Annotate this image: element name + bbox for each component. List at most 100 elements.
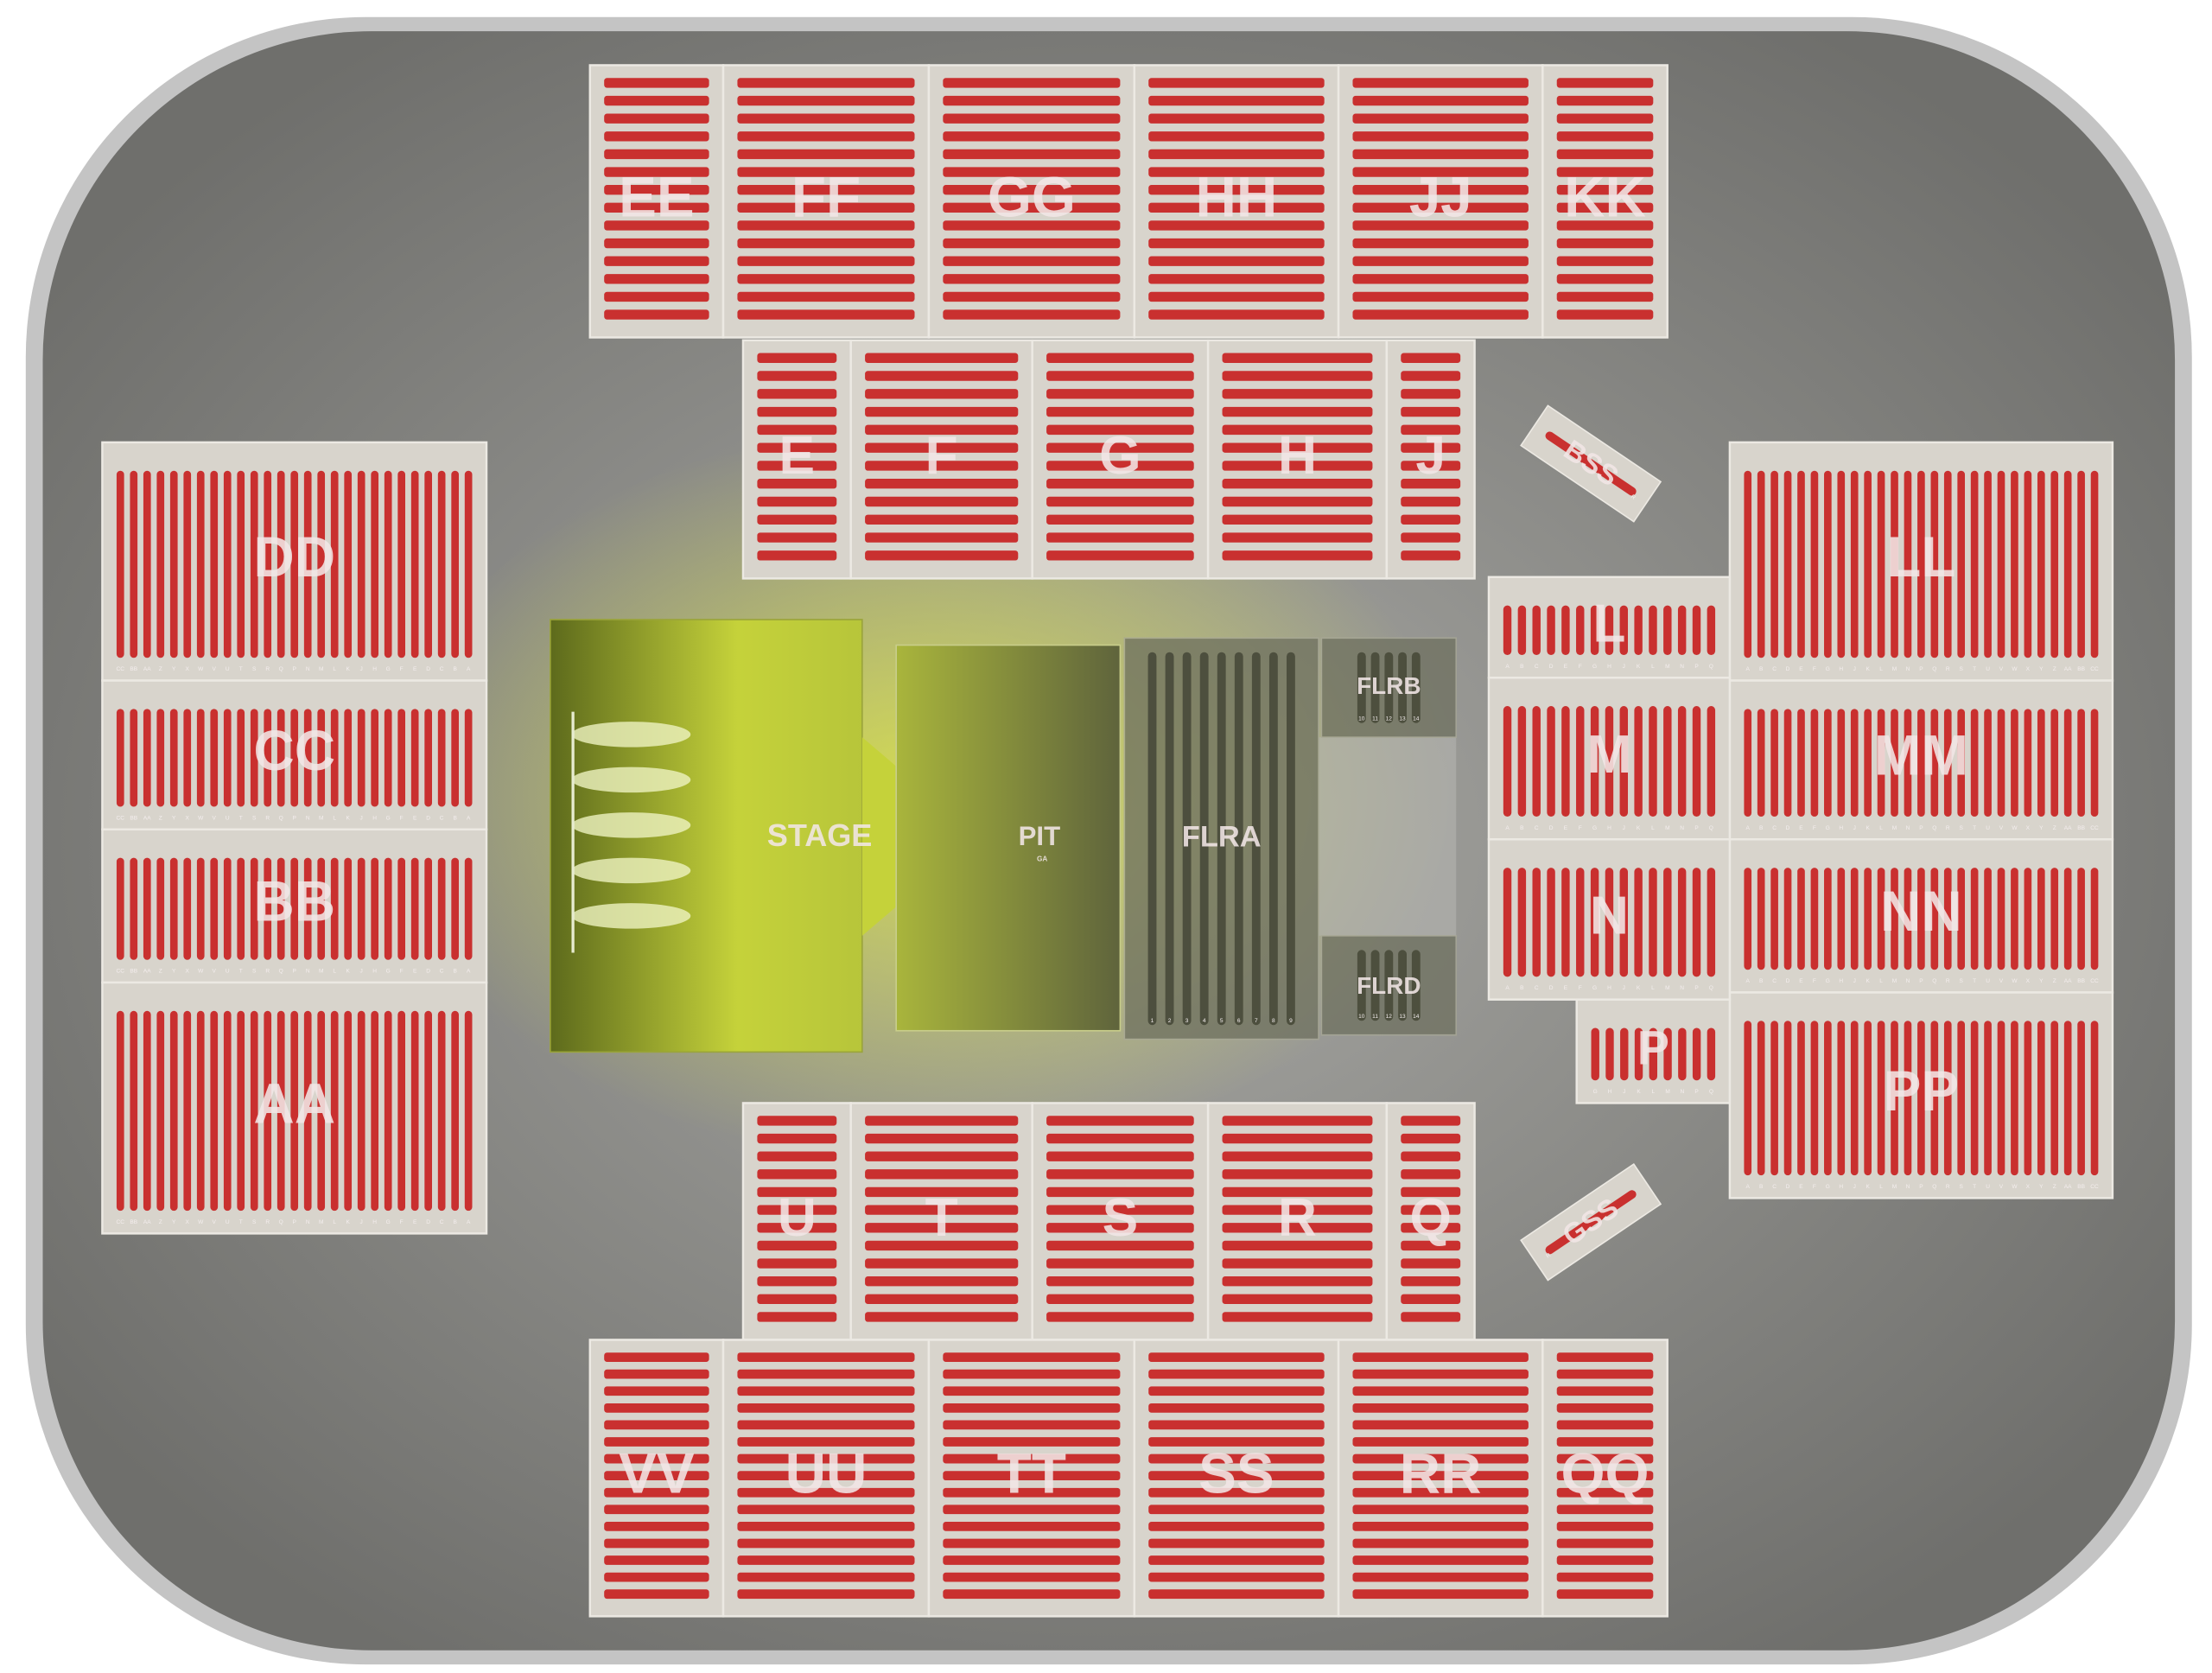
seat-row[interactable] <box>1401 442 1461 453</box>
seat-row[interactable] <box>1556 1572 1654 1582</box>
seat-row[interactable] <box>1556 1437 1654 1447</box>
seat-row[interactable] <box>604 309 709 320</box>
section-q[interactable]: Q <box>1385 1102 1476 1341</box>
seat-row[interactable] <box>865 1169 1019 1180</box>
seat-row[interactable] <box>865 496 1019 507</box>
seat-row[interactable] <box>2077 1021 2085 1176</box>
seat-row[interactable] <box>1605 1027 1614 1081</box>
seat-row[interactable] <box>1556 1420 1654 1430</box>
seat-row[interactable] <box>424 1010 433 1212</box>
seat-row[interactable] <box>1864 709 1872 817</box>
seat-row[interactable] <box>1222 550 1373 561</box>
seat-row[interactable] <box>303 709 312 807</box>
seat-row[interactable] <box>1352 238 1529 249</box>
seat-row[interactable] <box>737 1437 915 1447</box>
seat-row[interactable] <box>1222 1258 1373 1269</box>
section-j[interactable]: J <box>1385 339 1476 580</box>
seat-row[interactable] <box>183 709 192 807</box>
seat-row[interactable] <box>1649 868 1657 977</box>
seat-row[interactable] <box>317 709 326 807</box>
seat-row[interactable] <box>2011 470 2018 658</box>
seat-row[interactable] <box>1663 868 1672 977</box>
seat-row[interactable] <box>464 470 473 658</box>
seat-row[interactable] <box>757 1294 837 1305</box>
seat-row[interactable] <box>1677 605 1687 655</box>
seat-row[interactable] <box>1783 868 1792 970</box>
seat-row[interactable] <box>384 709 392 807</box>
seat-row[interactable] <box>757 406 837 417</box>
seat-row[interactable] <box>865 353 1019 363</box>
seat-row[interactable] <box>237 1010 245 1212</box>
seat-row[interactable] <box>1352 291 1529 302</box>
seat-row[interactable] <box>943 149 1121 160</box>
seat-row[interactable] <box>1561 868 1570 977</box>
seat-row[interactable] <box>1930 1021 1939 1176</box>
seat-row[interactable] <box>156 857 165 960</box>
seat-row[interactable] <box>757 1240 837 1251</box>
section-h[interactable]: H <box>1206 339 1389 580</box>
seat-row[interactable] <box>1930 709 1939 817</box>
seat-row[interactable] <box>290 857 299 960</box>
seat-row[interactable] <box>1850 868 1859 970</box>
seat-row[interactable] <box>2090 709 2099 817</box>
seat-row[interactable] <box>865 1116 1019 1126</box>
seat-row[interactable] <box>757 371 837 381</box>
seat-row[interactable] <box>1877 868 1885 970</box>
seat-row[interactable] <box>757 532 837 543</box>
seat-row[interactable] <box>2063 1021 2072 1176</box>
seat-row[interactable] <box>223 709 232 807</box>
seat-row[interactable] <box>1046 550 1194 561</box>
seat-row[interactable] <box>1148 202 1325 213</box>
seat-row[interactable] <box>1984 1021 1992 1176</box>
seat-row[interactable] <box>604 113 709 124</box>
seat-row[interactable] <box>290 470 299 658</box>
seat-row[interactable] <box>1352 1555 1529 1565</box>
seat-row[interactable] <box>604 1352 709 1362</box>
seat-row[interactable] <box>1046 1169 1194 1180</box>
seat-row[interactable] <box>737 1471 915 1481</box>
seat-row[interactable] <box>210 1010 219 1212</box>
seat-row[interactable] <box>1401 496 1461 507</box>
seat-row[interactable] <box>1707 605 1716 655</box>
seat-row[interactable] <box>1692 1027 1701 1081</box>
seat-row[interactable] <box>237 470 245 658</box>
seat-row[interactable] <box>264 1010 272 1212</box>
floor-row[interactable] <box>1384 950 1394 1021</box>
seat-row[interactable] <box>1556 78 1654 88</box>
seat-row[interactable] <box>1222 496 1373 507</box>
seat-row[interactable] <box>943 1437 1121 1447</box>
seat-row[interactable] <box>344 470 353 658</box>
seat-row[interactable] <box>1503 605 1512 655</box>
floor-row[interactable] <box>1398 950 1407 1021</box>
floor-row[interactable] <box>1251 652 1261 1026</box>
seat-row[interactable] <box>1556 113 1654 124</box>
seat-row[interactable] <box>1401 1186 1461 1198</box>
seat-row[interactable] <box>143 470 151 658</box>
seat-row[interactable] <box>1401 424 1461 436</box>
seat-row[interactable] <box>943 238 1121 249</box>
seat-row[interactable] <box>943 256 1121 266</box>
seat-row[interactable] <box>2077 868 2085 970</box>
seat-row[interactable] <box>156 1010 165 1212</box>
seat-row[interactable] <box>737 113 915 124</box>
seat-row[interactable] <box>1707 706 1716 817</box>
seat-row[interactable] <box>757 479 837 489</box>
seat-row[interactable] <box>2050 470 2059 658</box>
seat-row[interactable] <box>1401 1205 1461 1215</box>
seat-row[interactable] <box>397 1010 406 1212</box>
floor-row[interactable] <box>1357 950 1366 1021</box>
seat-row[interactable] <box>1046 1133 1194 1144</box>
seat-row[interactable] <box>1692 605 1701 655</box>
seat-row[interactable] <box>757 389 837 399</box>
seat-row[interactable] <box>1148 1352 1325 1362</box>
seat-row[interactable] <box>1046 442 1194 453</box>
seat-row[interactable] <box>1046 496 1194 507</box>
seat-row[interactable] <box>1046 532 1194 543</box>
seat-row[interactable] <box>1904 709 1912 817</box>
seat-row[interactable] <box>604 274 709 284</box>
seat-row[interactable] <box>1352 1352 1529 1362</box>
seat-row[interactable] <box>143 857 151 960</box>
seat-row[interactable] <box>1576 706 1585 817</box>
seat-row[interactable] <box>1352 149 1529 160</box>
